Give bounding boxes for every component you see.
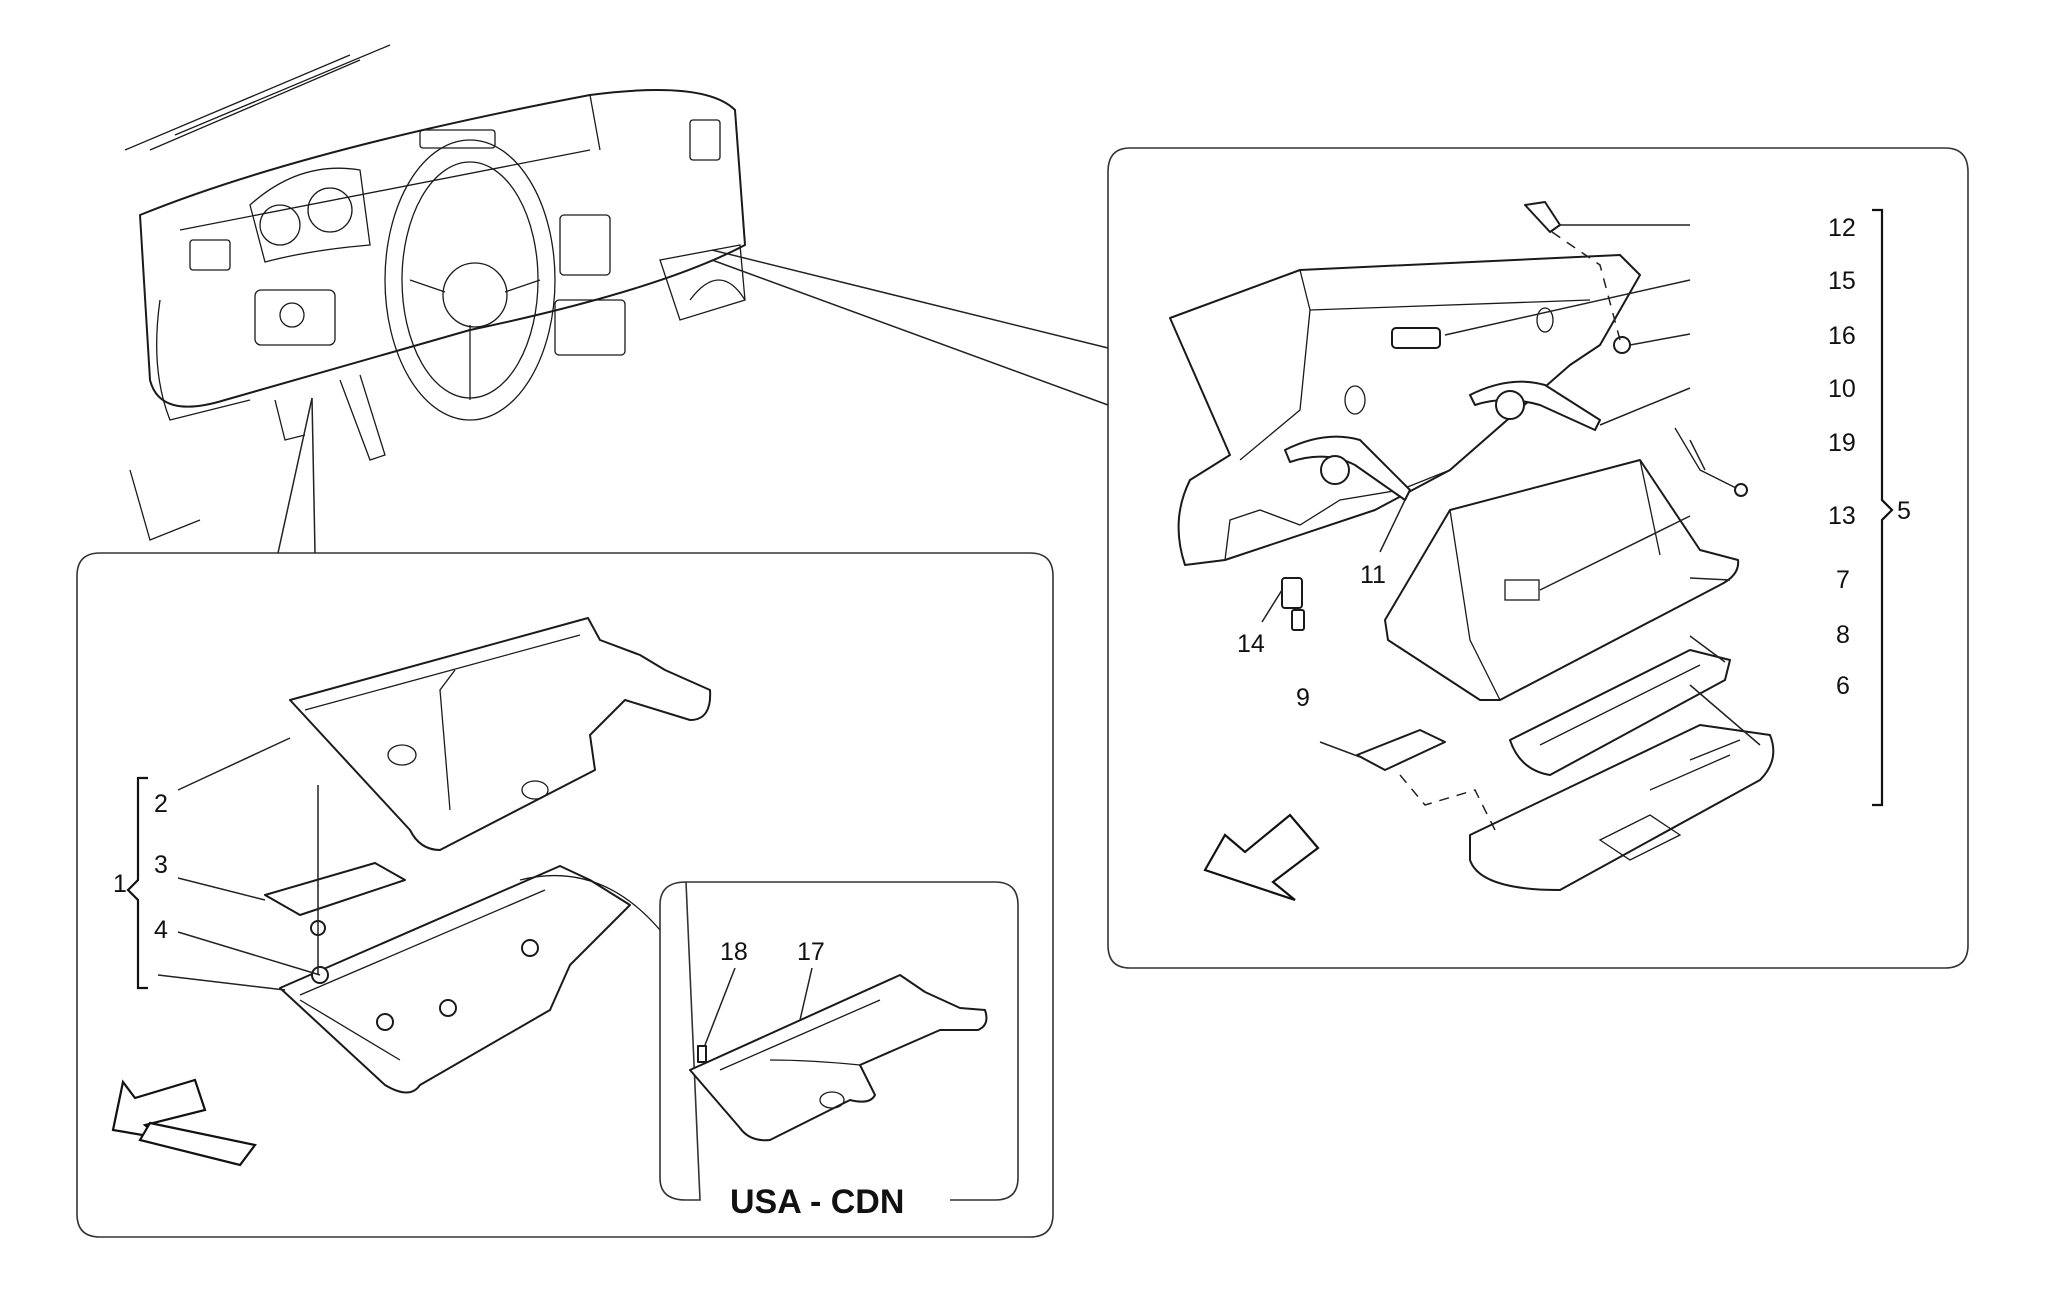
usa-cdn-label: USA - CDN (730, 1183, 904, 1221)
assembly-line-12-16 (1551, 231, 1621, 341)
front-direction-arrow-right (1203, 813, 1320, 902)
callout-16: 16 (1828, 322, 1856, 350)
detail-frame-left (76, 552, 1054, 1238)
callout-7: 7 (1836, 566, 1850, 594)
part-2-glove-box-housing (289, 617, 712, 851)
part-14-switch (1281, 577, 1305, 631)
callout-11: 11 (1360, 561, 1386, 589)
part-18-screw (697, 1045, 707, 1063)
part-19-cable (1674, 427, 1748, 497)
brace-5 (1872, 208, 1894, 807)
part-16-screw (1613, 336, 1631, 354)
part-3-hinge (264, 862, 406, 936)
callout-13: 13 (1828, 502, 1856, 530)
dashboard-overview (124, 44, 746, 541)
callout-12: 12 (1828, 214, 1856, 242)
zoom-line-left-1 (277, 397, 313, 554)
part-8-latch-assembly (1509, 649, 1731, 776)
assembly-line-9-6 (1399, 774, 1496, 831)
callout-14: 14 (1237, 630, 1265, 658)
part-15-lamp (1391, 327, 1441, 349)
brace-1 (126, 776, 148, 990)
part-6-lid-inner (1469, 724, 1775, 891)
front-direction-arrow-left-shaft (138, 1121, 257, 1167)
callout-6: 6 (1836, 672, 1850, 700)
callout-2: 2 (154, 790, 168, 818)
part-17-shield (689, 974, 988, 1142)
callout-1: 1 (113, 870, 127, 898)
callout-4: 4 (154, 916, 168, 944)
callout-8: 8 (1836, 621, 1850, 649)
leaders-right (1261, 224, 1761, 758)
callout-10: 10 (1828, 375, 1856, 403)
callout-19: 19 (1828, 429, 1856, 457)
detail-frame-right (1107, 147, 1969, 969)
part-9-hinge (1356, 729, 1446, 771)
usa-cdn-frame (659, 881, 1019, 1201)
callout-17: 17 (797, 938, 825, 966)
callout-5: 5 (1897, 497, 1911, 525)
part-12-bracket (1524, 201, 1561, 233)
glove-box-upper-housing (1169, 254, 1641, 566)
part-10-hinge-arm (1469, 380, 1601, 431)
zoom-line-lower (711, 259, 1109, 406)
leaders-usa-cdn (704, 967, 813, 1046)
zoom-line-upper (711, 249, 1109, 349)
part-4-lid (279, 865, 661, 1094)
callout-18: 18 (720, 938, 748, 966)
zoom-line-left-2 (311, 397, 316, 554)
callout-3: 3 (154, 851, 168, 879)
leaders-left (157, 737, 321, 991)
callout-15: 15 (1828, 267, 1856, 295)
callout-9: 9 (1296, 684, 1310, 712)
